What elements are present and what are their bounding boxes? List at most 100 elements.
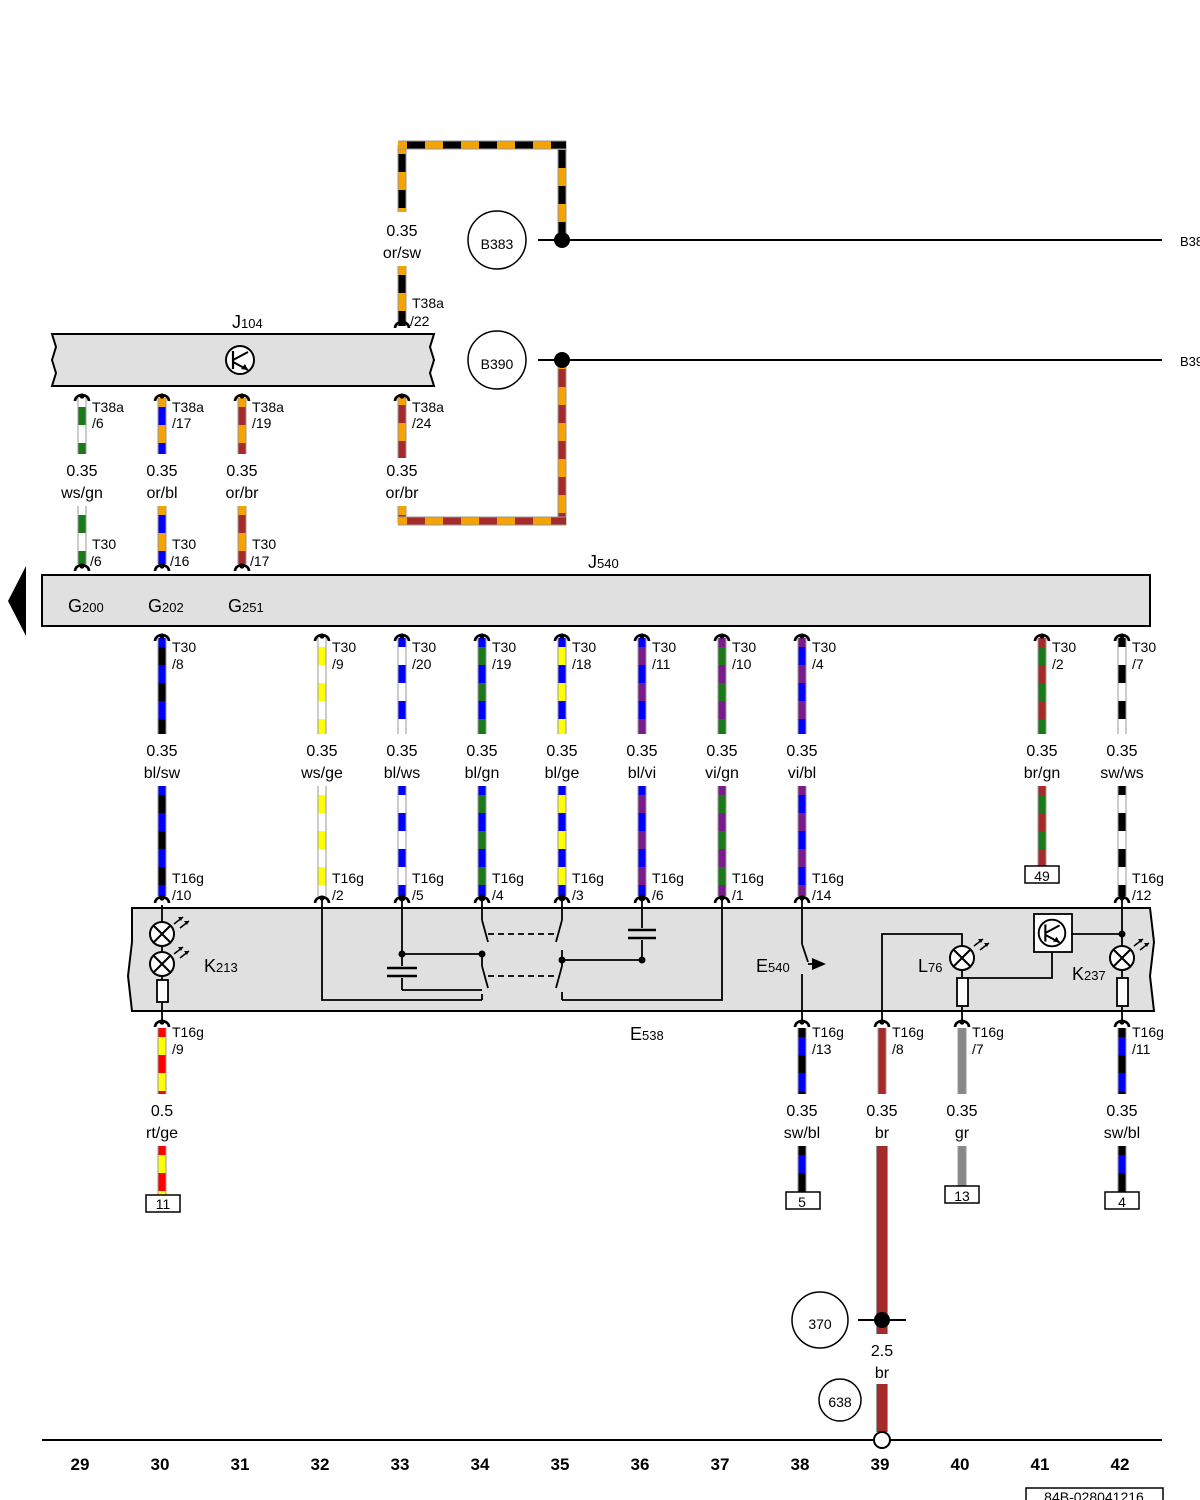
svg-text:/8: /8	[172, 656, 184, 672]
svg-text:sw/bl: sw/bl	[1104, 1125, 1140, 1142]
wire-bl-sw-upper	[157, 638, 167, 734]
svg-text:T16g: T16g	[812, 1024, 844, 1040]
wire-bl-gn-lower	[477, 786, 487, 896]
svg-text:/7: /7	[1132, 656, 1144, 672]
wire-or-br-lower	[237, 506, 247, 564]
wire-or-br-col33-upper	[397, 396, 407, 458]
wire-ws-ge-upper	[317, 638, 327, 734]
svg-text:sw/ws: sw/ws	[1100, 765, 1144, 782]
wire-gr-lower	[957, 1146, 967, 1186]
svg-text:/9: /9	[172, 1041, 184, 1057]
svg-text:/1: /1	[732, 887, 744, 903]
wire-vi-gn-upper	[717, 638, 727, 734]
svg-text:/17: /17	[250, 553, 270, 569]
svg-text:/11: /11	[1132, 1041, 1151, 1057]
svg-text:T38a: T38a	[412, 399, 444, 415]
svg-text:T30: T30	[172, 639, 196, 655]
svg-text:T16g: T16g	[412, 870, 444, 886]
connector-socket	[153, 894, 171, 905]
connector-t16g-9: T16g/9	[172, 1024, 204, 1057]
wire-or-sw-top	[398, 140, 566, 150]
wire-sw-bl-2-lower	[1117, 1146, 1127, 1192]
svg-text:/4: /4	[812, 656, 824, 672]
connector-t16g-5: T16g/5	[412, 870, 444, 903]
svg-text:/5: /5	[412, 887, 424, 903]
svg-text:0.35: 0.35	[386, 743, 417, 760]
svg-text:0.35: 0.35	[946, 1103, 977, 1120]
wire-rt-ge-lower	[157, 1146, 167, 1195]
svg-text:49: 49	[1034, 868, 1050, 884]
svg-text:0.35: 0.35	[866, 1103, 897, 1120]
svg-text:/11: /11	[652, 656, 671, 672]
wire-sw-bl-upper	[797, 1028, 807, 1094]
connector-t16g-6: T16g/6	[652, 870, 684, 903]
svg-text:/10: /10	[172, 887, 192, 903]
svg-text:br/gn: br/gn	[1024, 765, 1060, 782]
svg-text:T30: T30	[172, 536, 196, 552]
wire-vi-bl-upper	[797, 638, 807, 734]
wire-bl-gn-upper	[477, 638, 487, 734]
svg-text:13: 13	[954, 1188, 970, 1204]
svg-text:/20: /20	[412, 656, 432, 672]
wire-br-thick-upper	[876, 1146, 888, 1334]
svg-text:ws/gn: ws/gn	[60, 485, 103, 502]
connector-t30-10: T30/10	[732, 639, 756, 672]
svg-text:0.35: 0.35	[1106, 743, 1137, 760]
svg-text:T16g: T16g	[812, 870, 844, 886]
svg-text:/16: /16	[170, 553, 190, 569]
svg-text:T30: T30	[492, 639, 516, 655]
continuation-arrow	[8, 566, 26, 636]
grid-number: 34	[471, 1455, 490, 1474]
ref-box-4: 4	[1104, 1191, 1140, 1210]
svg-text:T38a: T38a	[172, 399, 204, 415]
connector-t16g-2: T16g/2	[332, 870, 364, 903]
svg-text:/13: /13	[812, 1041, 832, 1057]
wire-bl-sw-lower	[157, 786, 167, 896]
svg-text:/18: /18	[572, 656, 592, 672]
wire-or-sw-upper	[397, 145, 407, 212]
connector-socket	[73, 562, 91, 573]
grid-number: 30	[151, 1455, 170, 1474]
svg-text:/12: /12	[1132, 887, 1152, 903]
wire-bl-ws-lower	[397, 786, 407, 896]
svg-text:2.5: 2.5	[871, 1343, 893, 1360]
svg-text:T16g: T16g	[1132, 1024, 1164, 1040]
svg-text:/2: /2	[332, 887, 344, 903]
svg-text:T16g: T16g	[572, 870, 604, 886]
ref-box-13: 13	[944, 1185, 980, 1204]
svg-text:T30: T30	[572, 639, 596, 655]
connector-t38a-17: T38a/17	[172, 399, 204, 431]
svg-text:0.35: 0.35	[1026, 743, 1057, 760]
svg-text:/19: /19	[492, 656, 512, 672]
wire-ws-gn-lower	[77, 506, 87, 564]
svg-text:0.35: 0.35	[786, 1103, 817, 1120]
svg-text:bl/gn: bl/gn	[465, 765, 500, 782]
k213-label: K213	[204, 956, 238, 976]
svg-text:ws/ge: ws/ge	[300, 765, 343, 782]
grid-number: 38	[791, 1455, 810, 1474]
svg-text:T16g: T16g	[892, 1024, 924, 1040]
wire-sw-ws-lower	[1117, 786, 1127, 896]
svg-text:/7: /7	[972, 1041, 984, 1057]
g200-label: G200	[68, 596, 104, 616]
connector-t38a-22: T38a/22	[410, 295, 444, 329]
connector-socket	[153, 562, 171, 573]
connector-socket	[793, 1018, 811, 1029]
svg-text:0.35: 0.35	[226, 463, 257, 480]
circle-638: 638	[818, 1378, 862, 1422]
svg-text:T30: T30	[652, 639, 676, 655]
wire-sw-ws-upper	[1117, 638, 1127, 734]
svg-text:B383: B383	[481, 236, 514, 252]
svg-text:gr: gr	[955, 1125, 970, 1142]
svg-text:or/br: or/br	[386, 485, 420, 502]
svg-text:/9: /9	[332, 656, 344, 672]
connector-t16g-7: T16g/7	[972, 1024, 1004, 1057]
wire-or-sw-lower	[397, 266, 407, 326]
svg-text:/14: /14	[812, 887, 832, 903]
